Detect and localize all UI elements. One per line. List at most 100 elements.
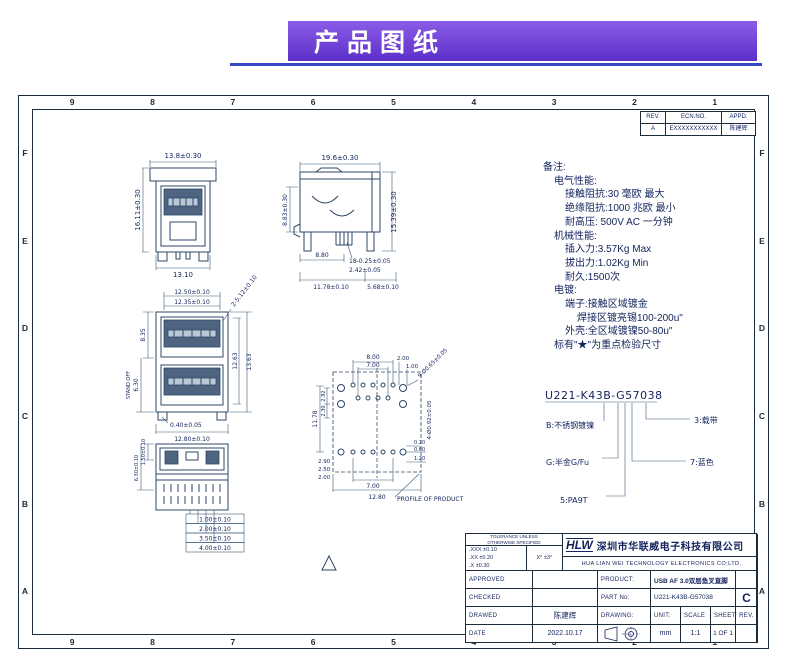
grid-row-label: C — [21, 410, 29, 421]
scale-label: SCALE — [681, 607, 711, 625]
profile-of-product-label: PROFILE OF PRODUCT — [397, 496, 464, 503]
dim-footprint-bl-1: 2.90 — [318, 459, 331, 465]
projection-symbol-cell — [598, 625, 651, 643]
sheet-inner-border — [32, 109, 755, 635]
company-name-en: HUA LIAN WEI TECHNOLOGY ELECTRONICS CO;L… — [581, 560, 742, 567]
grid-rows-right: F E D C B A — [755, 109, 769, 635]
grid-col-label: 9 — [69, 637, 75, 647]
grid-row-label: D — [758, 323, 766, 334]
ecn-table: REV. ECN.NO. APPD. A EXXXXXXXXXXX 陈建辉 — [640, 111, 756, 136]
dim-bottomview-left-2: 6.30±0.10 — [134, 455, 140, 481]
note-line: 拔出力:1.02Kg Min — [565, 257, 649, 269]
note-line: 电镀: — [554, 285, 577, 297]
dim-stacked-top-inner: 12.35±0.10 — [174, 299, 210, 306]
grid-col-label: 7 — [230, 97, 236, 107]
dim-footprint-left-1: 11.78 — [312, 410, 319, 427]
grid-col-label: 8 — [150, 97, 155, 107]
unit-label: UNIT: — [651, 607, 681, 625]
note-line: 端子:接触区域镀金 — [565, 299, 648, 311]
ecn-header-rev: REV. — [641, 112, 666, 124]
banner-underline — [230, 63, 762, 66]
grid-col-label: 2 — [632, 97, 637, 107]
callout-label-5: 5:PA9T — [560, 496, 588, 505]
dim-stacked-bottom: 12.80±0.10 — [174, 436, 210, 443]
callout-label-b: B:不锈钢镀镍 — [546, 420, 594, 430]
dim-stacked-right-inner: 12.63 — [232, 352, 239, 369]
dim-side-height-left: 8.83±0.30 — [282, 194, 289, 226]
standoff-label: STAND OFF — [126, 371, 132, 399]
grid-col-label: 7 — [230, 637, 236, 647]
dim-footprint-left-3: 2.30 — [321, 405, 327, 416]
grid-row-label: B — [758, 498, 766, 509]
page-title: 产品图纸 — [314, 29, 447, 57]
dim-footprint-bl-2: 2.50 — [318, 467, 331, 473]
dim-footprint-hole-small: 9-Ø0.65±0.05 — [416, 347, 449, 380]
grid-columns-top: 9 8 7 6 5 4 3 2 1 — [32, 95, 755, 109]
dim-side-pin-note: 18-0.25±0.05 — [349, 258, 391, 265]
grid-row-label: F — [759, 147, 765, 158]
grid-col-label: 9 — [69, 97, 75, 107]
grid-rows-left: F E D C B A — [18, 109, 32, 635]
note-line: 绝缘阻抗:1000 兆欧 最小 — [565, 203, 676, 215]
dim-side-height-right: 15.39±0.30 — [390, 191, 398, 233]
grid-col-label: 6 — [310, 97, 316, 107]
page-banner: 产品图纸 — [288, 21, 757, 61]
stacked-view: 12.50±0.10 12.35±0.10 2-5.12±0.10 13.63 … — [126, 274, 259, 443]
projection-symbol-icon — [604, 625, 640, 642]
dim-bottomview-row-2: 2.00±0.10 — [199, 526, 231, 533]
footprint-view: 8.00 7.00 2.00 1.00 9-Ø0.65±0.05 4-Ø0.92… — [312, 347, 464, 503]
dim-side-bottom: 11.78±0.10 — [313, 284, 349, 291]
part-no-label: PART No: — [598, 589, 651, 607]
grid-row-label: A — [21, 586, 29, 597]
ecn-value-rev: A — [641, 124, 666, 136]
note-line: 备注: — [543, 162, 566, 173]
drawed-value: 陈建辉 — [533, 607, 598, 625]
dim-side-bottom-right: 5.68±0.10 — [367, 284, 399, 291]
dim-footprint-right-1: 0.20 — [414, 440, 425, 446]
ecn-value-appd: 陈建辉 — [722, 124, 756, 136]
grid-col-label: 1 — [712, 97, 718, 107]
dim-bottomview-row-4: 4.00±0.10 — [199, 545, 231, 552]
title-block: TOLERANCE UNLESS OTHERWISE SPECIFIED .XX… — [465, 533, 758, 643]
dim-side-length-top: 19.6±0.30 — [321, 154, 358, 162]
dim-stacked-foot: 0.40±0.05 — [170, 422, 202, 429]
product-value: USB AF 3.0双层鱼叉直脚 — [651, 571, 736, 589]
dim-front-width-bottom: 13.10 — [173, 271, 193, 279]
rev-empty-cell — [736, 625, 758, 643]
dim-stacked-top-outer: 12.50±0.10 — [174, 289, 210, 296]
dim-front-width-top: 13.8±0.30 — [164, 152, 201, 160]
bottom-view: 1.50±0.10 6.30±0.10 1.00±0.10 2.00±0.10 … — [134, 439, 245, 553]
rev-spacer-cell — [736, 571, 758, 589]
tolerance-header-line2: OTHERWISE SPECIFIED — [487, 539, 541, 545]
part-number: U221-K43B-G57038 — [545, 389, 663, 402]
callout-label-3: 3:载带 — [694, 415, 718, 425]
side-view: 19.6±0.30 15.39±0.30 8.83±0.30 8.80 18-0… — [282, 154, 399, 291]
dim-footprint-bottom-1: 7.00 — [366, 483, 380, 490]
dim-stacked-left-lower: 6.30 — [133, 378, 140, 392]
sheet-outer-border — [18, 95, 769, 649]
grid-col-label: 4 — [471, 97, 477, 107]
sheet-label: SHEET — [711, 607, 736, 625]
tolerance-row-2: .XX ±0.20 — [469, 555, 494, 562]
dim-stacked-right-outer: 13.63 — [246, 353, 253, 370]
dim-stacked-left-upper: 8.35 — [140, 328, 147, 342]
dim-footprint-top-3: 2.00 — [397, 356, 410, 362]
note-line: 接触阻抗:30 毫欧 最大 — [565, 189, 665, 201]
date-value: 2022.10.17 — [533, 625, 598, 643]
front-tongue — [167, 197, 199, 207]
note-line: 机械性能: — [554, 230, 597, 242]
grid-col-label: 5 — [391, 637, 396, 647]
dim-side-pin-pitch: 2.42±0.05 — [349, 267, 381, 274]
grid-row-label: D — [21, 323, 29, 334]
ecn-header-appd: APPD. — [722, 112, 756, 124]
grid-col-label: 8 — [150, 637, 155, 647]
grid-row-label: F — [22, 147, 28, 158]
approved-value — [533, 571, 598, 589]
dim-bottomview-left-1: 1.50±0.10 — [141, 439, 147, 465]
approved-label: APPROVED — [466, 571, 533, 589]
company-logo: HLW — [566, 538, 593, 552]
dim-footprint-top-4: 1.00 — [406, 364, 419, 370]
unit-value: mm — [651, 625, 681, 643]
